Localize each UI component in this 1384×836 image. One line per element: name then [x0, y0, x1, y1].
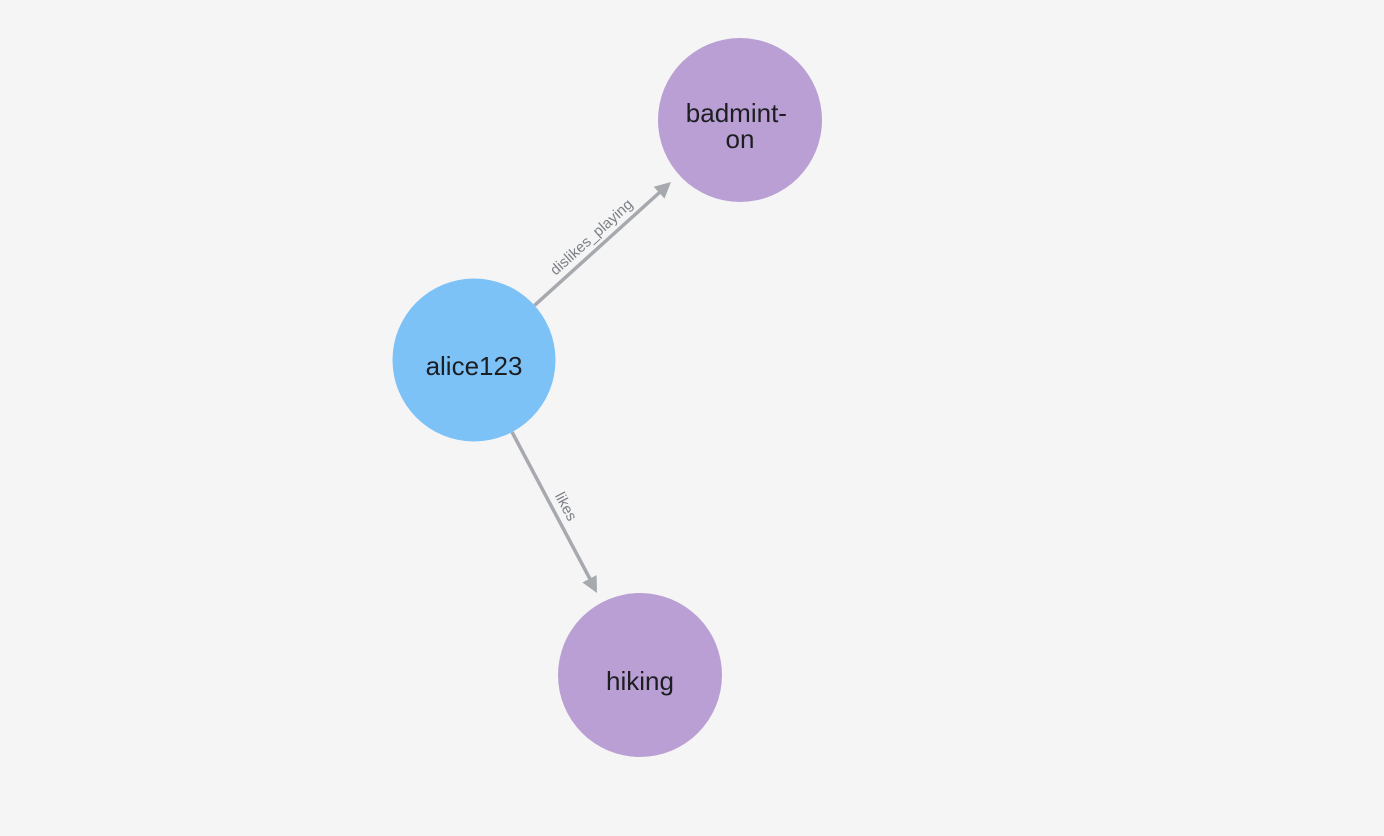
- node-hiking[interactable]: hiking: [558, 593, 722, 757]
- arrowhead-icon: [582, 575, 597, 593]
- edge-likes[interactable]: likes: [510, 431, 597, 593]
- node-circle-hiking[interactable]: [558, 593, 722, 757]
- node-alice123[interactable]: alice123: [392, 278, 556, 442]
- node-circle-badminton[interactable]: [658, 38, 822, 202]
- edge-dislikes-playing[interactable]: dislikes_playing: [533, 182, 672, 307]
- edge-label-dislikes-playing[interactable]: dislikes_playing: [547, 196, 636, 279]
- edge-line-dislikes-playing[interactable]: [533, 190, 662, 307]
- edge-label-likes[interactable]: likes: [551, 489, 580, 523]
- node-circle-alice123[interactable]: [392, 278, 556, 442]
- node-badminton[interactable]: badmint- on: [658, 38, 822, 202]
- arrowhead-icon: [653, 182, 671, 199]
- edge-line-likes[interactable]: [510, 431, 592, 580]
